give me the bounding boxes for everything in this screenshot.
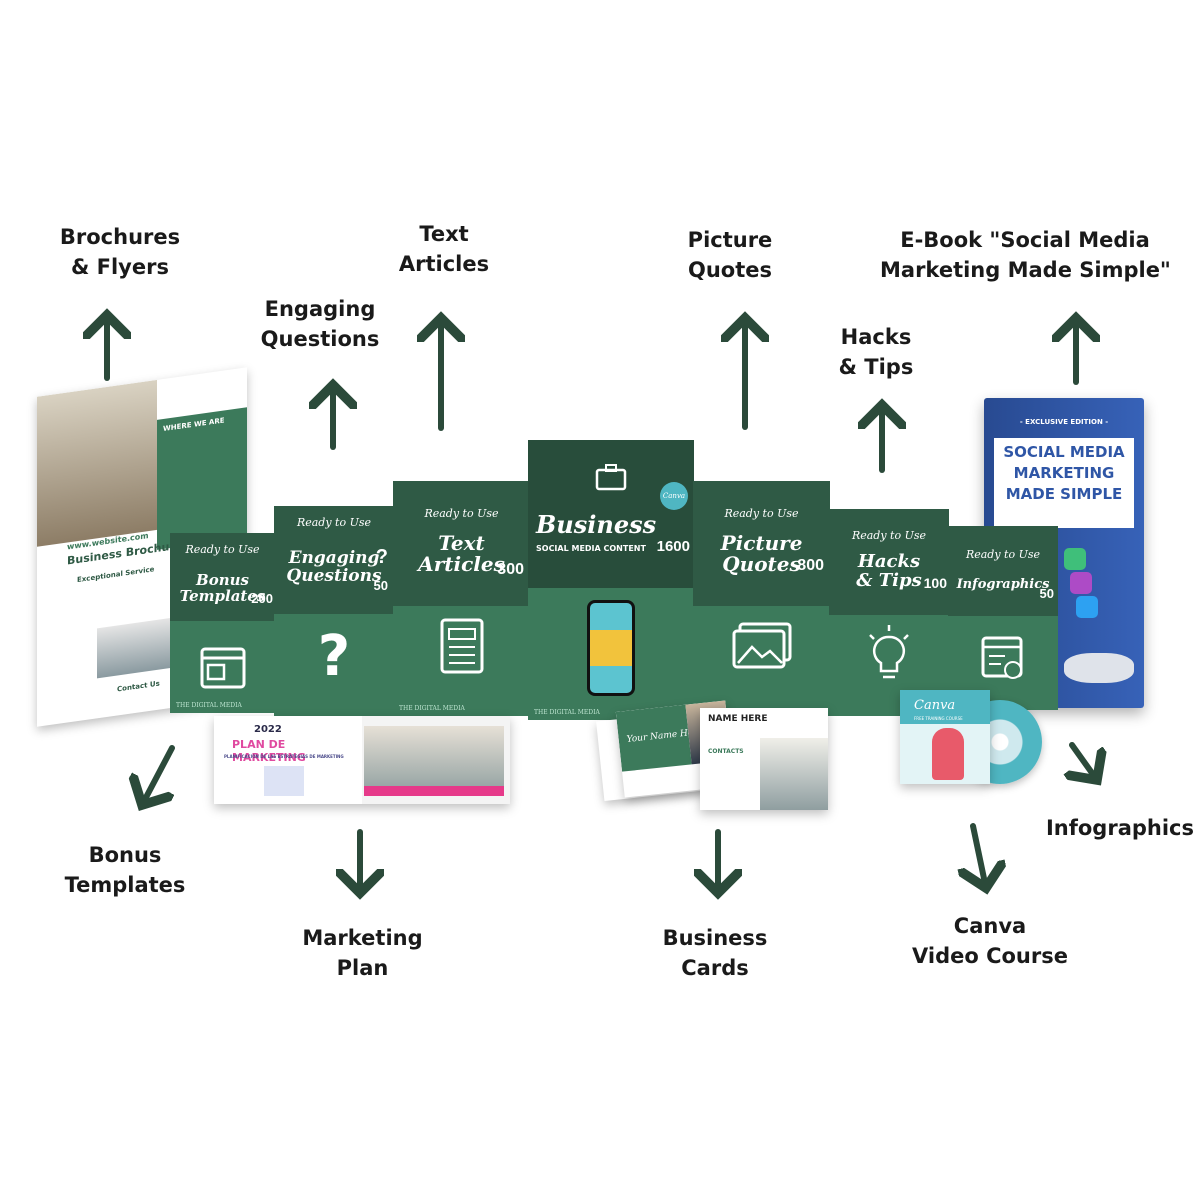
brochure-service: Exceptional Service <box>77 565 155 585</box>
box-text-count: 300 <box>497 561 524 578</box>
plan-year: 2022 <box>254 724 282 735</box>
ebook-edition: - EXCLUSIVE EDITION - <box>1019 418 1109 426</box>
box-business-count: 1600 <box>656 538 690 555</box>
label-hacks-tips: Hacks& Tips <box>838 325 914 379</box>
image-icon <box>732 622 791 669</box>
label-infographics: Infographics <box>1045 816 1194 840</box>
box-hacks-title: Hacks& Tips <box>856 551 922 591</box>
box-business-title: Business <box>536 510 657 539</box>
brochure-where-text: WHERE WE ARE <box>163 416 225 434</box>
label-brochures: Brochures& Flyers <box>59 225 181 279</box>
canva-course-case: Canva FREE TRAINING COURSE <box>900 690 990 784</box>
box-engaging-count: 50 <box>373 578 388 593</box>
box-bonus-brand: THE DIGITAL MEDIA <box>176 702 242 709</box>
box-text-brand: THE DIGITAL MEDIA <box>399 705 465 712</box>
box-hacks-ready: Ready to Use <box>851 529 927 542</box>
question-mark-small: ? <box>375 546 388 568</box>
briefcase-icon <box>595 464 627 491</box>
marketing-plan-mockup: 2022 PLAN DE MARKETING PLANIFICACIÓN DE … <box>214 716 510 804</box>
box-engaging-ready: Ready to Use <box>296 516 372 529</box>
box-picture-ready: Ready to Use <box>724 507 799 520</box>
box-business: Canva Business SOCIAL MEDIA CONTENT 1600… <box>528 440 694 720</box>
course-title: Canva <box>914 698 956 713</box>
plan-subtitle: PLANIFICACIÓN DE LAS ESTRATEGIAS DE MARK… <box>224 754 344 759</box>
question-icon: ? <box>317 624 351 689</box>
box-hacks-tips: Ready to Use Hacks& Tips 100 <box>829 509 949 716</box>
business-card-photo: NAME HERE CONTACTS <box>700 708 828 810</box>
box-infographics: Ready to Use Infographics 50 <box>948 526 1058 710</box>
arrow-bonus <box>142 745 175 805</box>
plan-title: PLAN DE MARKETING <box>232 738 306 764</box>
box-business-subtitle: SOCIAL MEDIA CONTENT <box>536 544 646 553</box>
brochure-photo <box>37 379 157 547</box>
lightbulb-icon <box>869 625 909 679</box>
box-infographics-title: Infographics <box>956 577 1050 592</box>
article-icon <box>440 618 483 674</box>
box-text-ready: Ready to Use <box>424 507 499 520</box>
infographic-icon <box>981 636 1023 679</box>
box-infographics-ready: Ready to Use <box>965 548 1041 561</box>
arrow-infographics <box>1072 742 1097 780</box>
template-icon <box>200 647 245 689</box>
phone-mockup <box>587 600 635 696</box>
canva-badge: Canva <box>660 482 688 510</box>
brochure-green-panel: WHERE WE ARE <box>157 407 247 550</box>
box-picture-count: 800 <box>797 557 824 574</box>
box-business-brand: THE DIGITAL MEDIA <box>534 709 600 716</box>
box-bonus-count: 200 <box>251 591 273 606</box>
course-subtitle: FREE TRAINING COURSE <box>914 716 963 721</box>
box-hacks-count: 100 <box>923 575 947 591</box>
card-contacts: CONTACTS <box>708 748 744 755</box>
box-bonus-ready: Ready to Use <box>185 543 260 556</box>
brochure-contact: Contact Us <box>117 679 160 694</box>
box-infographics-count: 50 <box>1039 586 1054 601</box>
arrow-canva <box>973 823 986 888</box>
social-icons-stack <box>1054 548 1114 638</box>
card-name-2: NAME HERE <box>708 714 768 724</box>
